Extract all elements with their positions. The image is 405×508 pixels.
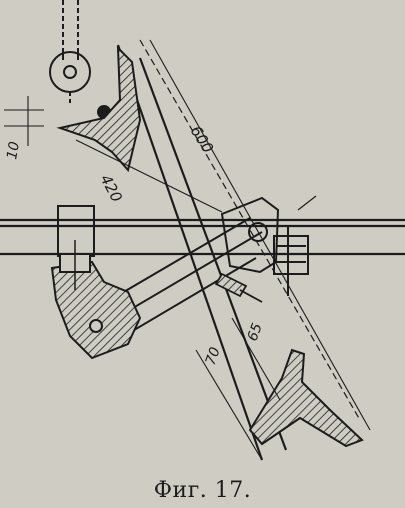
figure-caption: Фиг. 17. [153, 478, 252, 503]
upper-profile-section [56, 45, 142, 173]
clamp-bar [109, 217, 263, 337]
dimension-420: 420 [96, 171, 125, 205]
left-clamp-plate [57, 205, 95, 257]
dimension-65: 65 [245, 321, 266, 343]
technical-drawing: 600 420 10 70 65 [0, 0, 405, 461]
dimension-10: 10 [4, 140, 23, 160]
diagonal-bolt [214, 272, 263, 303]
hanger-link [49, 0, 91, 104]
center-line [139, 39, 361, 421]
dimension-lines [4, 39, 371, 461]
left-clamp-block [50, 260, 142, 360]
dimension-70: 70 [203, 345, 224, 367]
lower-profile-section [248, 348, 364, 448]
diagonal-rail [116, 44, 288, 461]
left-pivot [89, 319, 103, 333]
